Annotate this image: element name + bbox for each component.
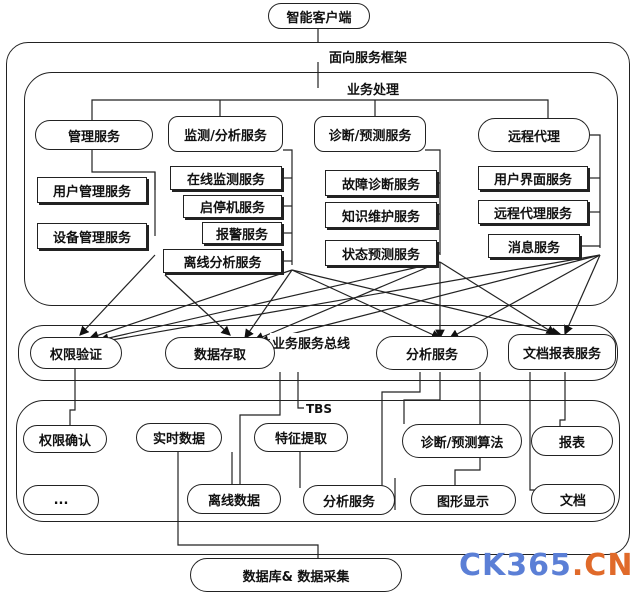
offline-data: 离线数据 (187, 484, 281, 514)
graphic-display: 图形显示 (410, 485, 516, 515)
group-diagnosis-title: 诊断/预测服务 (314, 116, 426, 152)
database-data-collection: 数据库& 数据采集 (190, 558, 402, 592)
group-management-title: 管理服务 (35, 120, 153, 150)
offline-analysis-service: 离线分析服务 (163, 249, 282, 273)
soa-frame-title: 面向服务框架 (327, 47, 410, 66)
group-monitor-analysis-title: 监测/分析服务 (168, 116, 283, 152)
soa-frame-container (6, 42, 630, 555)
message-service: 消息服务 (488, 234, 580, 258)
document: 文档 (531, 484, 615, 514)
business-title: 业务处理 (345, 79, 402, 98)
auth-confirm: 权限确认 (23, 425, 107, 453)
alarm-service: 报警服务 (202, 222, 282, 244)
business-bus-title: 业务服务总线 (270, 333, 353, 352)
business-container (24, 72, 618, 306)
remote-proxy-service: 远程代理服务 (478, 200, 588, 224)
smart-client-node: 智能客户端 (268, 3, 370, 29)
report: 报表 (531, 426, 613, 456)
bus-auth-verify: 权限验证 (30, 337, 122, 369)
knowledge-maintenance-service: 知识维护服务 (325, 202, 437, 228)
start-stop-service: 启停机服务 (183, 195, 282, 218)
watermark-logo: CK365.CN (459, 548, 633, 583)
device-management-service: 设备管理服务 (37, 223, 147, 249)
ellipsis-node: ... (23, 485, 99, 515)
analysis-service-lower: 分析服务 (303, 485, 395, 515)
feature-extraction: 特征提取 (254, 423, 348, 452)
realtime-data: 实时数据 (136, 423, 222, 452)
user-interface-service: 用户界面服务 (478, 166, 588, 190)
bus-analysis-service: 分析服务 (376, 336, 488, 370)
bus-document-report-service: 文档报表服务 (508, 334, 616, 370)
tbs-label: TBS (304, 402, 334, 416)
watermark-right: CN (584, 548, 634, 583)
lower-layer-container (16, 400, 620, 522)
online-monitoring-service: 在线监测服务 (170, 166, 282, 190)
state-prediction-service: 状态预测服务 (325, 240, 437, 266)
watermark-left: CK365 (459, 548, 572, 583)
diagnosis-prediction-algorithm: 诊断/预测算法 (402, 424, 522, 458)
fault-diagnosis-service: 故障诊断服务 (325, 170, 437, 196)
business-bus-container (18, 325, 618, 381)
group-remote-proxy-title: 远程代理 (478, 118, 590, 152)
watermark-dot: . (571, 548, 585, 583)
bus-data-access: 数据存取 (165, 337, 275, 369)
user-management-service: 用户管理服务 (37, 177, 147, 203)
